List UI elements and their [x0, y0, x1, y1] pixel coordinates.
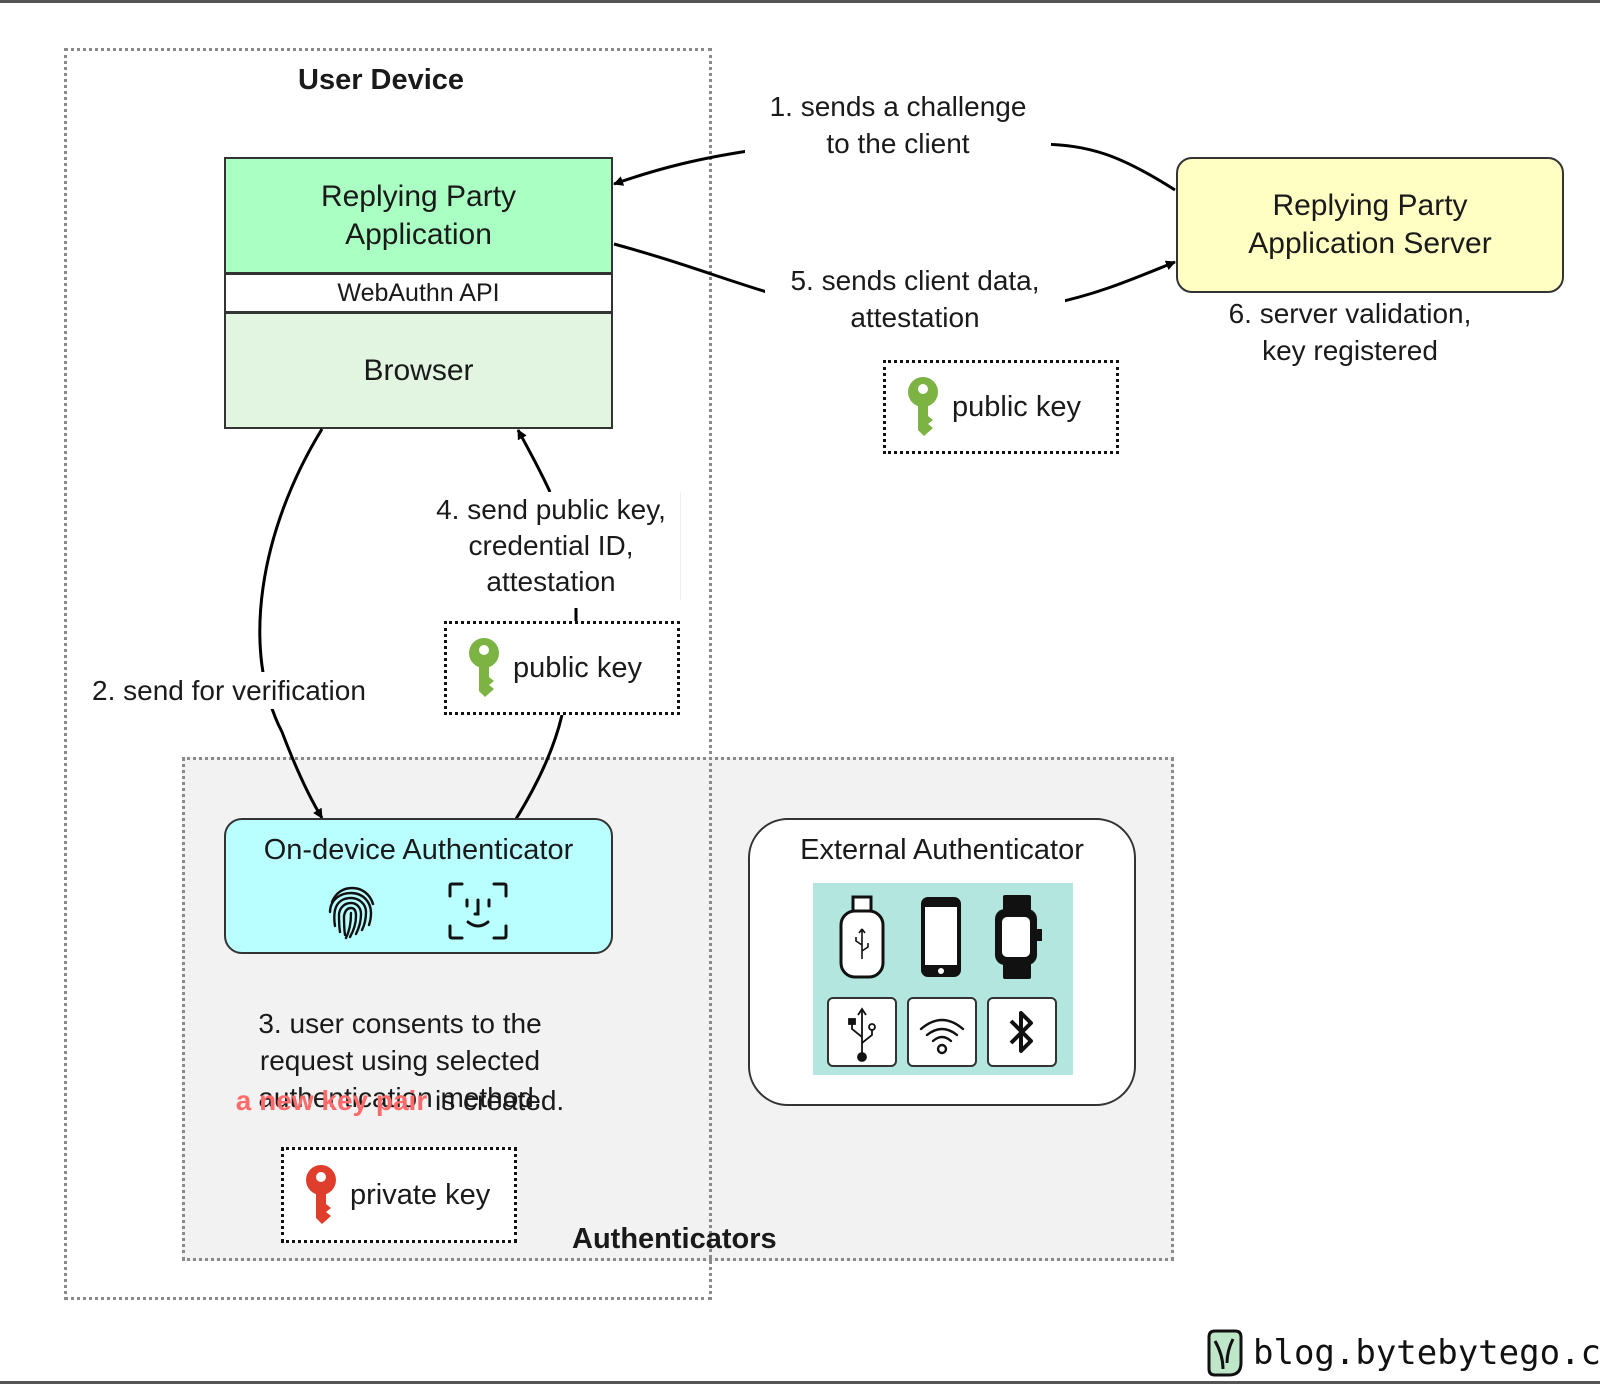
arrow-step1: [1039, 142, 1176, 192]
arrow-step4-upper: [516, 429, 552, 493]
new-key-pair-highlight: a new key pair: [235, 1085, 428, 1116]
footer-brand-text: blog.bytebytego.com: [1253, 1333, 1600, 1373]
wireless-icon: [919, 1018, 965, 1055]
usb-security-key-icon: [839, 895, 885, 979]
public-key-box-right: public key: [883, 360, 1119, 454]
step3-text: 3. user consents to the request using se…: [258, 1008, 542, 1113]
replying-party-application-label: Replying Party Application: [320, 179, 517, 251]
arrow-step4-lower: [514, 714, 564, 820]
on-device-authenticator: On-device Authenticator: [224, 818, 613, 954]
footer-brand: blog.bytebytego.com: [1205, 1328, 1600, 1378]
step2-label: 2. send for verification: [92, 672, 398, 709]
user-device-region: [64, 48, 712, 1300]
fingerprint-icon: [328, 886, 375, 940]
private-key-box: private key: [281, 1147, 517, 1243]
arrow-step2: [258, 428, 324, 819]
public-key-icon: [908, 377, 938, 436]
top-rule: [0, 0, 1600, 3]
step3-label: 3. user consents to the request using se…: [200, 968, 600, 1116]
step3-tail: is created.: [427, 1085, 565, 1116]
face-id-icon: [448, 882, 508, 940]
webauthn-api-label: WebAuthn API: [337, 278, 500, 307]
step1-label: 1. sends a challenge to the client: [745, 88, 1051, 162]
bluetooth-icon: [1009, 1011, 1033, 1053]
browser: Browser: [224, 312, 613, 429]
private-key-label: private key: [350, 1178, 491, 1211]
smartphone-icon: [921, 897, 961, 977]
public-key-label-right: public key: [952, 390, 1081, 423]
external-authenticator: External Authenticator: [748, 818, 1136, 1106]
replying-party-application: Replying Party Application: [224, 157, 613, 274]
arrow-step5-head: [1049, 260, 1176, 306]
step5-label: 5. sends client data, attestation: [765, 262, 1065, 336]
smartwatch-icon: [995, 895, 1042, 979]
bluetooth-tile: [987, 997, 1057, 1067]
user-device-title: User Device: [298, 64, 465, 96]
public-key-box-left: public key: [444, 621, 680, 715]
server-label: Replying Party Application Server: [1248, 189, 1492, 260]
nfc-tile: [907, 997, 977, 1067]
step4-label: 4. send public key, credential ID, attes…: [422, 492, 681, 600]
private-key-icon: [306, 1165, 336, 1224]
step6-label: 6. server validation, key registered: [1228, 298, 1472, 366]
on-device-authenticator-label: On-device Authenticator: [263, 834, 574, 866]
external-authenticator-label: External Authenticator: [800, 834, 1084, 866]
external-devices-panel: [813, 883, 1073, 1075]
public-key-icon: [469, 638, 499, 697]
arrow-step5: [613, 242, 771, 295]
replying-party-application-server: Replying Party Application Server: [1176, 157, 1564, 293]
usb-icon: [848, 1007, 876, 1062]
bottom-rule: [0, 1381, 1600, 1384]
browser-label: Browser: [363, 353, 474, 387]
authenticators-title: Authenticators: [572, 1223, 777, 1255]
arrow-step1-head: [613, 148, 756, 186]
step3-key-pair-line: a new key pair is created.: [190, 1082, 610, 1119]
bytebytego-logo-icon: [1207, 1329, 1243, 1377]
usb-tile: [827, 997, 897, 1067]
public-key-label-left: public key: [513, 651, 642, 684]
